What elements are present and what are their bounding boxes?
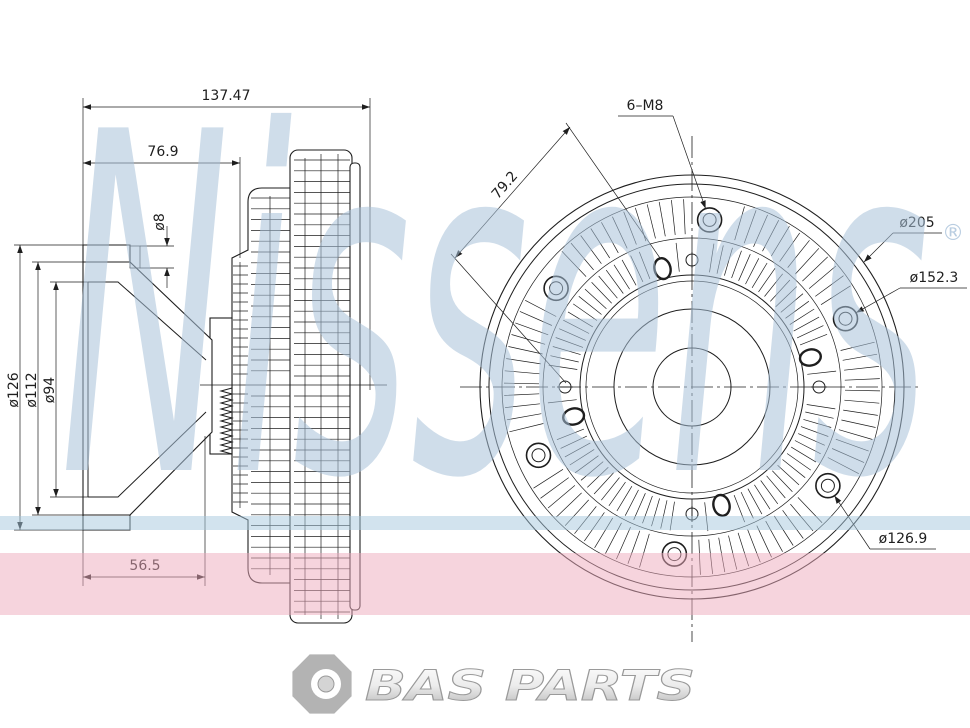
hole-distance-dimension-line <box>454 126 571 259</box>
m8-bolt-hole-inner <box>702 212 717 227</box>
bas-parts-logo: BAS PARTS <box>292 654 696 714</box>
overall-length-label: 137.47 <box>202 88 251 104</box>
bolt-circle-outer-leader <box>855 287 901 314</box>
m8-bolt-hole <box>525 442 552 469</box>
m8-bolt-hole <box>815 472 841 499</box>
bolt-circle-outer-label: ø152.3 <box>910 270 959 286</box>
m8-bolt-hole <box>543 275 569 302</box>
bolt-circle-inner-label: ø126.9 <box>879 531 928 547</box>
thread-callout-leader <box>672 115 706 209</box>
flange-offset-label: 76.9 <box>147 144 178 160</box>
oval-vent-hole <box>653 257 672 281</box>
outer-diameter-label: ø205 <box>899 215 934 231</box>
front-rim <box>349 162 361 611</box>
hub-length-label: 56.5 <box>129 558 160 574</box>
m8-bolt-hole-inner <box>531 448 546 463</box>
hole-distance-extension-bottom <box>450 253 567 384</box>
m8-bolt-hole-inner <box>549 281 564 296</box>
m8-bolt-hole-inner <box>820 478 835 493</box>
emblem-core <box>317 675 335 693</box>
outer-diameter-leader <box>863 232 894 263</box>
radial-fins <box>503 199 881 575</box>
oval-vent-hole <box>562 407 586 426</box>
diameter-outer-label: ø126 <box>6 372 22 407</box>
fin-edges <box>239 154 339 619</box>
side-fins <box>233 159 350 613</box>
diameter-middle-label: ø112 <box>24 372 40 407</box>
hub-stub <box>209 317 233 455</box>
flange-inner-edges <box>83 261 207 516</box>
m8-bolt-hole <box>696 207 723 233</box>
m8-bolt-hole-inner <box>838 311 853 326</box>
m8-bolt-hole <box>832 305 859 332</box>
pilot-hole <box>129 245 141 269</box>
drive-gear-teeth <box>219 387 234 455</box>
logo-text: BAS PARTS <box>365 661 695 710</box>
oval-vent-hole <box>712 493 731 517</box>
diameter-inner-label: ø94 <box>42 377 58 403</box>
bas-parts-emblem-icon <box>292 654 352 714</box>
side-view <box>82 149 387 624</box>
front-view <box>460 136 918 642</box>
pilot-diameter-label: ø8 <box>152 213 168 230</box>
thread-callout-label: 6–M8 <box>627 98 664 114</box>
oval-vent-hole <box>798 348 822 367</box>
m8-bolt-hole <box>661 541 688 567</box>
hole-distance-extension-top <box>565 122 661 259</box>
